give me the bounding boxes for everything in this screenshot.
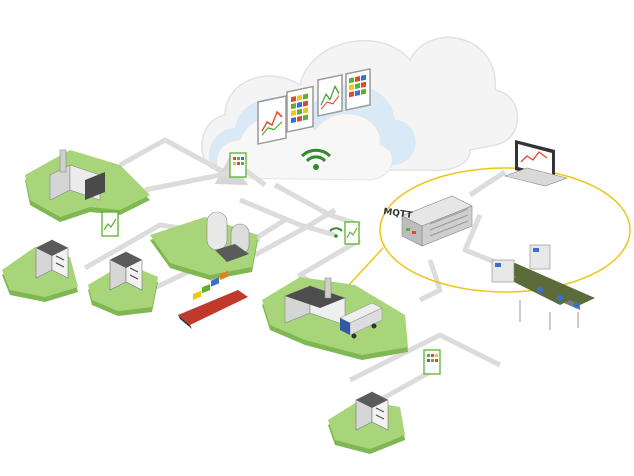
container-ship-icon [178,270,248,329]
report-document-icon [257,95,287,145]
wifi-icon [329,227,343,238]
local-network-ring [379,167,631,293]
factory-icon [49,149,105,201]
factory-icon [206,211,250,262]
report-document-icon [317,73,343,117]
mqtt-label: MQTT [383,207,414,221]
office-building-icon [355,391,389,431]
office-building-icon [109,251,143,291]
office-building-icon [35,239,69,279]
production-line-icon [491,244,595,330]
gateway-device-icon [401,195,473,247]
factory-icon [284,277,346,326]
report-document-icon [344,221,360,245]
laptop-icon [503,140,569,187]
report-document-icon [423,349,441,375]
cloud-icon [201,36,519,181]
report-document-icon [229,152,247,178]
wifi-icon [300,148,332,170]
report-document-icon [345,67,371,111]
report-document-icon [101,211,119,237]
report-document-icon [286,85,314,133]
delivery-truck-icon [339,302,383,339]
